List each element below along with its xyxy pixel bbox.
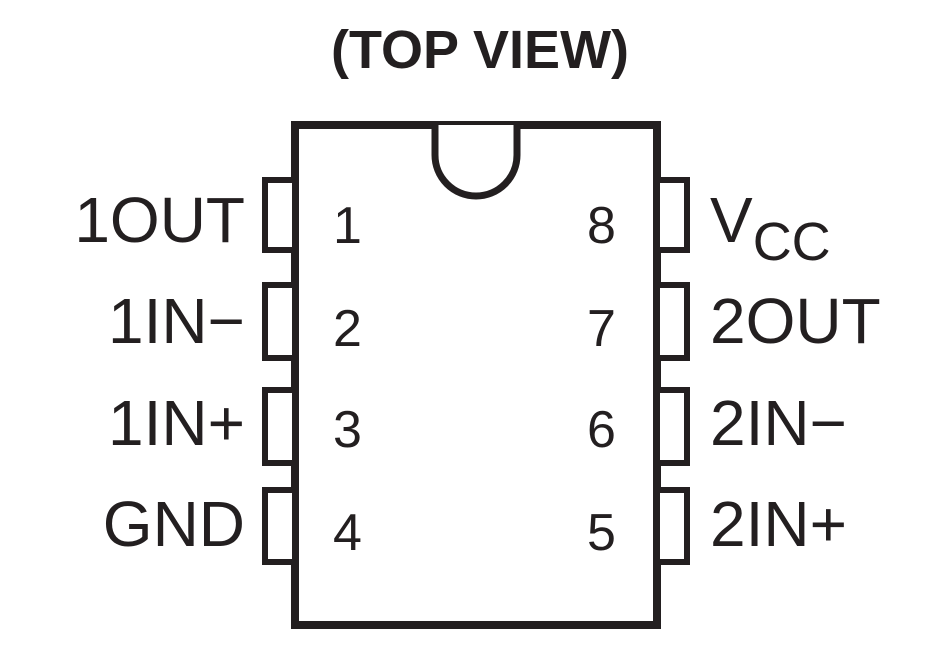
pin-1-number: 1 [333, 197, 362, 255]
pin-8-number: 8 [587, 197, 616, 255]
pin-8-label-subscript: CC [753, 212, 831, 272]
pin-8-label: VCC [710, 184, 831, 272]
pin-2-label: 1IN− [108, 285, 245, 357]
pin-5-lead [654, 487, 690, 565]
pin-7-number: 7 [587, 300, 616, 358]
pin-2-number: 2 [333, 300, 362, 358]
pin-5-label: 2IN+ [710, 488, 847, 560]
pin-3-label: 1IN+ [108, 387, 245, 459]
package-body [291, 121, 661, 629]
pin-4-label: GND [103, 488, 245, 560]
pin-5-number: 5 [587, 504, 616, 562]
pin-3-number: 3 [333, 401, 362, 459]
pin-6-label: 2IN− [710, 387, 847, 459]
pin-7-label: 2OUT [710, 285, 881, 357]
pin-4-lead [262, 487, 298, 565]
pin-6-lead [654, 387, 690, 466]
package-notch [431, 125, 521, 200]
pin-4-number: 4 [333, 504, 362, 562]
pin-3-lead [262, 387, 298, 466]
pin-1-label: 1OUT [74, 184, 245, 256]
pin-6-number: 6 [587, 401, 616, 459]
pin-7-lead [654, 282, 690, 361]
diagram-title: (TOP VIEW) [331, 20, 629, 80]
pin-8-label-main: V [710, 184, 753, 256]
pin-2-lead [262, 282, 298, 361]
pin-8-lead [654, 177, 690, 253]
pin-1-lead [262, 177, 298, 253]
